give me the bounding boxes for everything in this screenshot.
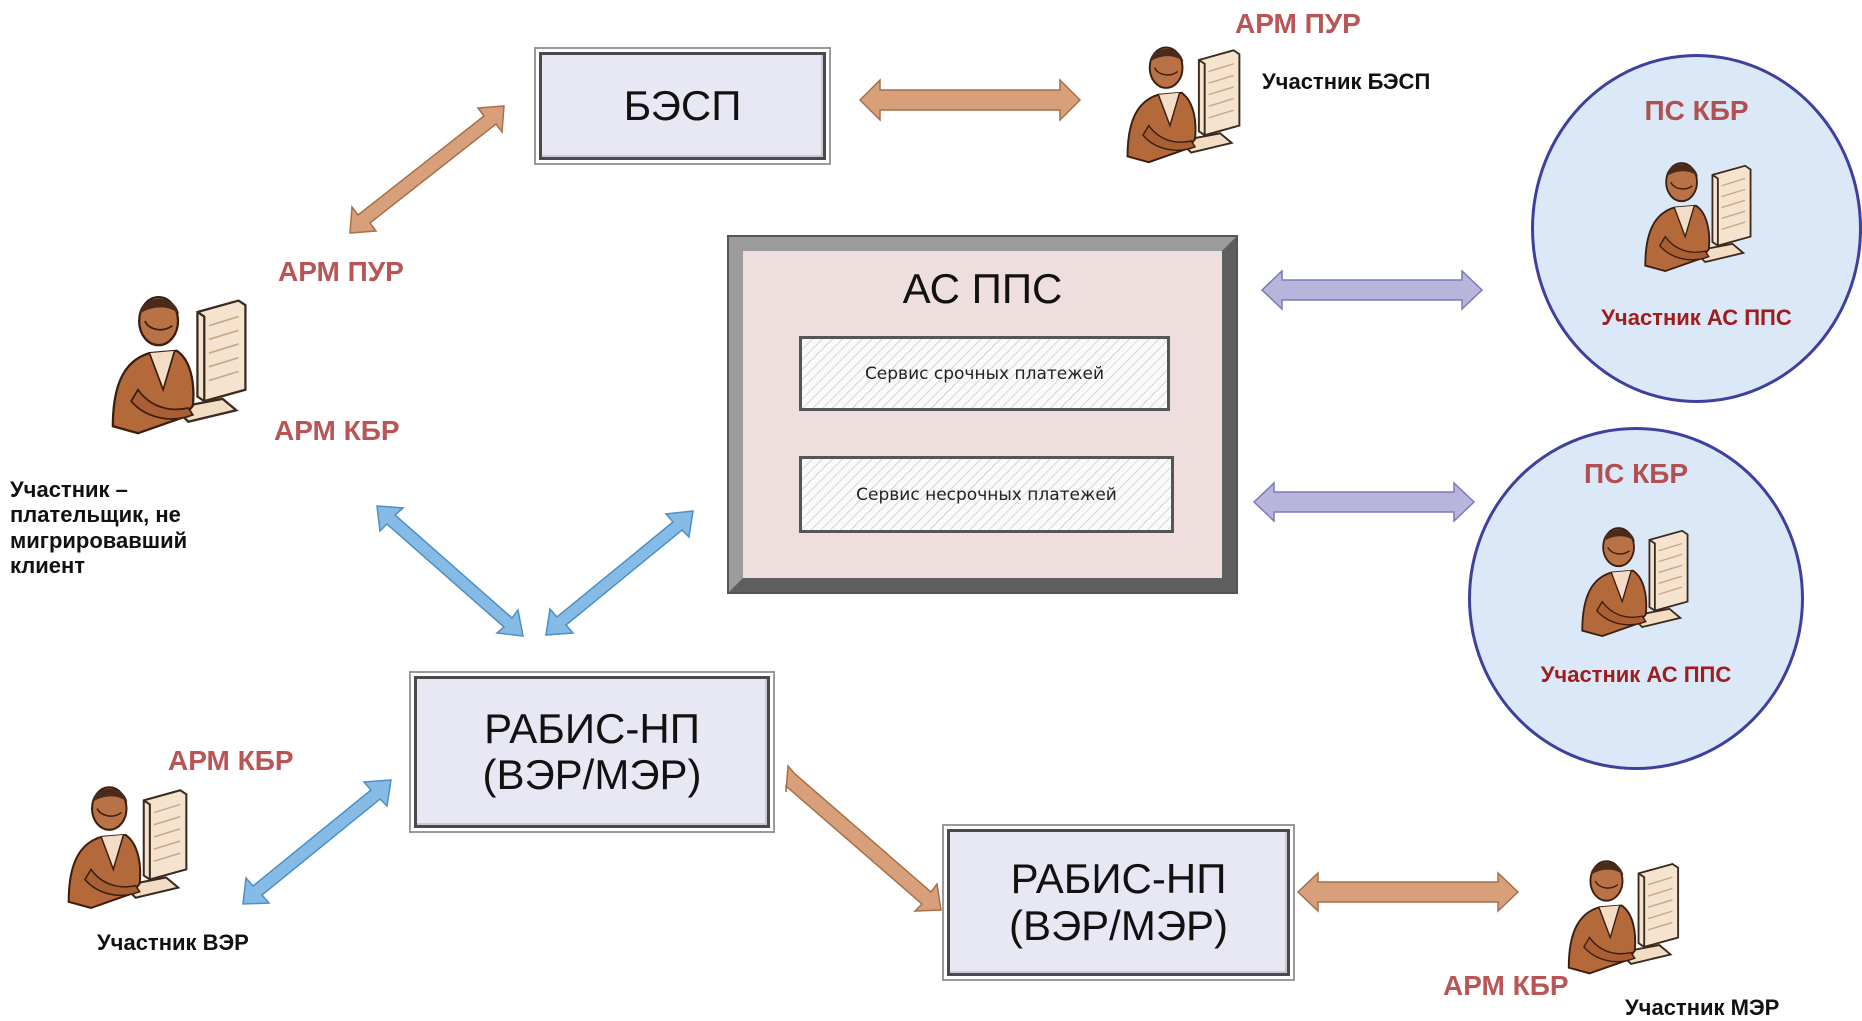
payer-participant-label: Участник – плательщик, не мигрировавший … (10, 477, 240, 578)
ps-kbr-subtitle-1: Участник АС ППС (1601, 305, 1792, 330)
rabis-main-line2: (ВЭР/МЭР) (482, 751, 702, 798)
participant-ver-label: Участник ВЭР (97, 930, 249, 955)
arrow-as-pps-ps-kbr-2 (1252, 481, 1476, 523)
as-pps-title: АС ППС (902, 265, 1063, 312)
workstation-user-icon (1575, 514, 1693, 642)
arrow-besp-arm-pur-left (349, 105, 505, 234)
ps-kbr-circle-1: ПС КБР Участник АС ППС (1531, 54, 1862, 403)
arrow-as-pps-ps-kbr-1 (1260, 269, 1484, 311)
payer-line-2: плательщик, не (10, 502, 181, 528)
rabis-np-box-secondary: РАБИС-НП (ВЭР/МЭР) (942, 824, 1295, 981)
ps-kbr-title-1: ПС КБР (1644, 95, 1749, 126)
ps-kbr-title-2: ПС КБР (1583, 458, 1688, 489)
rabis-secondary-line2: (ВЭР/МЭР) (1008, 901, 1229, 949)
arrow-rabis-arm-kbr-mer (1296, 871, 1520, 913)
workstation-user-icon (98, 280, 258, 440)
arrow-rabis-as-pps (545, 510, 694, 636)
arrow-arm-kbr-ver-rabis (242, 779, 392, 905)
arm-kbr-ver-label: АРМ КБР (168, 745, 294, 776)
rabis-main-line1: РАБИС-НП (484, 704, 700, 752)
arrow-arm-kbr-rabis (376, 505, 524, 637)
rabis-np-box-main: РАБИС-НП (ВЭР/МЭР) (409, 671, 775, 833)
payer-line-1: Участник – (10, 477, 128, 502)
arm-kbr-mer-label: АРМ КБР (1443, 970, 1569, 1001)
arm-pur-top-label: АРМ ПУР (1235, 8, 1361, 39)
payer-line-4: клиент (10, 552, 86, 578)
ps-kbr-circle-2: ПС КБР Участник АС ППС (1468, 427, 1804, 770)
arm-pur-left-label: АРМ ПУР (278, 256, 404, 287)
urgent-payments-service-label: Сервис срочных платежей (864, 363, 1105, 384)
workstation-user-icon (54, 772, 199, 914)
arrow-rabis-rabis (785, 764, 942, 912)
as-pps-frame: АС ППС Сервис срочных платежей Сервис не… (729, 237, 1236, 592)
payer-line-3: мигрировавший (10, 527, 188, 553)
participant-mer-label: Участник МЭР (1625, 995, 1780, 1020)
rabis-secondary-line1: РАБИС-НП (1010, 855, 1227, 903)
ps-kbr-subtitle-2: Участник АС ППС (1540, 662, 1732, 687)
urgent-payments-service: Сервис срочных платежей (799, 336, 1170, 411)
nonurgent-payments-service-label: Сервис несрочных платежей (856, 484, 1117, 505)
workstation-user-icon (1115, 33, 1250, 168)
workstation-user-icon (1555, 847, 1690, 979)
besp-box: БЭСП (534, 47, 831, 165)
besp-box-label: БЭСП (623, 81, 742, 129)
arm-kbr-left-label: АРМ КБР (274, 415, 400, 446)
nonurgent-payments-service: Сервис несрочных платежей (799, 456, 1174, 533)
workstation-user-icon (1638, 149, 1756, 277)
arrow-besp-arm-pur-top (858, 78, 1082, 122)
participant-besp-label: Участник БЭСП (1262, 69, 1431, 94)
